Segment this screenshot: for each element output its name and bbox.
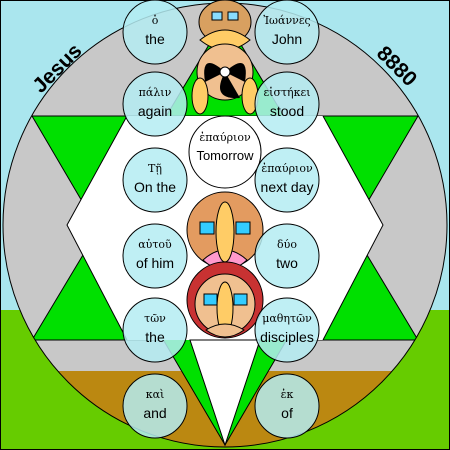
svg-text:John: John [272,31,302,47]
word-circle-of-him: αὐτοῦ of him [122,223,188,289]
word-center-tomorrow: ἐπαύριον Tomorrow [196,131,254,163]
center-word-circle [188,115,262,189]
svg-text:Ἰωάννες: Ἰωάννες [263,14,310,27]
svg-text:ἐπαύριον: ἐπαύριον [199,131,251,144]
word-circle-on-the: Τῇ On the [122,147,188,213]
svg-text:μαθητῶν: μαθητῶν [262,312,312,325]
svg-text:On the: On the [134,179,176,195]
svg-text:the: the [145,329,165,345]
word-circle-of: ἐκ of [254,373,320,439]
svg-text:stood: stood [270,103,304,119]
svg-text:the: the [145,31,165,47]
star-inner-lines [66,115,128,341]
word-circle-the-2: τῶν the [122,297,188,363]
svg-text:Tomorrow: Tomorrow [196,148,254,163]
word-circle-two: δύο two [254,223,320,289]
face-middle-2 [186,261,264,339]
svg-text:and: and [143,405,166,421]
svg-text:αὐτοῦ: αὐτοῦ [138,238,172,251]
word-circle-next-day: ἐπαύριον next day [254,147,320,213]
svg-text:πάλιν: πάλιν [139,86,172,99]
svg-text:of: of [281,405,293,421]
svg-text:καὶ: καὶ [146,388,165,401]
word-circle-disciples: μαθητῶν disciples [254,297,320,363]
svg-text:ὁ: ὁ [152,14,159,27]
bottom-white-triangle [189,339,261,447]
svg-text:δύο: δύο [277,238,297,251]
word-circle-john: Ἰωάννες John [254,0,320,65]
word-circle-and: καὶ and [122,373,188,439]
svg-text:disciples: disciples [260,329,314,345]
svg-text:τῶν: τῶν [144,312,166,325]
svg-text:next day: next day [261,179,314,195]
svg-text:εἱστήκει: εἱστήκει [263,86,310,99]
svg-text:again: again [138,103,172,119]
word-circle-the-1: ὁ the [122,0,188,65]
word-circle-again: πάλιν again [122,71,188,137]
svg-text:two: two [276,255,298,271]
star-inner-lines-right [322,115,384,341]
svg-text:of him: of him [136,255,174,271]
svg-text:ἐκ: ἐκ [281,388,294,401]
face-top [198,0,252,51]
svg-text:Τῇ: Τῇ [148,162,162,175]
word-circle-stood: εἱστήκει stood [254,71,320,137]
svg-text:ἐπαύριον: ἐπαύριον [261,162,313,175]
